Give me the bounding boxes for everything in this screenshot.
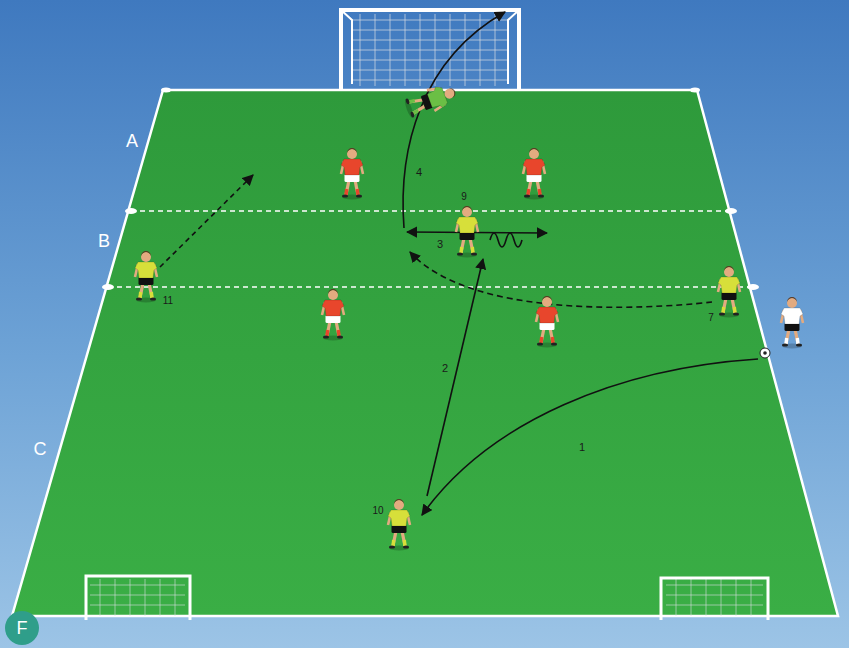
small-goal [86, 576, 768, 620]
player-figure [135, 251, 157, 303]
badge-circle: F [5, 611, 39, 645]
player-number-holder: 11 [163, 290, 173, 308]
cones [102, 88, 759, 291]
player-number-holder: 10 [372, 500, 383, 518]
pitch [12, 90, 838, 616]
player-figure [781, 297, 803, 349]
callout-number: 4 [416, 167, 422, 178]
badge-fill [5, 611, 39, 645]
zone-line [131, 210, 730, 212]
player-number-holder: 9 [461, 186, 467, 204]
run-arrow [410, 252, 712, 307]
callout-number: 3 [437, 239, 443, 250]
ball [760, 348, 770, 358]
player-number: 10 [372, 506, 383, 516]
player-figure [322, 289, 344, 341]
callout-number: 2 [442, 363, 448, 374]
player-figure [456, 206, 478, 258]
player-figure [523, 148, 545, 200]
player-figure [718, 266, 740, 318]
player-figure [403, 81, 459, 119]
goal [341, 10, 519, 90]
callout-number: 1 [579, 442, 585, 453]
player-figure [341, 148, 363, 200]
callout-number-holder: 4 [416, 162, 422, 180]
zone-letter-holder: C [34, 440, 47, 459]
zone-letter: B [98, 232, 110, 250]
callout-number-holder: 1 [579, 437, 585, 455]
callout-number-holder: 2 [442, 358, 448, 376]
dribble-wave [490, 233, 522, 247]
zone-letter: A [126, 132, 138, 150]
callout-number-holder: 3 [437, 234, 443, 252]
zone-letter: C [34, 440, 47, 458]
badge-letter: F [17, 619, 28, 637]
zone-line [108, 286, 752, 288]
player-number: 9 [461, 192, 467, 202]
pass-arrow [427, 259, 483, 496]
zone-letter-holder: A [126, 132, 138, 151]
player-figure [388, 499, 410, 551]
player-number: 7 [708, 313, 714, 323]
run-arrow [160, 175, 253, 267]
player-number: 11 [163, 296, 173, 306]
players [135, 81, 803, 550]
zone-letter-holder: B [98, 232, 110, 251]
shot-arrow [403, 12, 505, 228]
player-number-holder: 7 [708, 307, 714, 325]
pass-arrow [422, 359, 758, 515]
player-figure [536, 296, 558, 348]
movement-arrows [160, 12, 758, 515]
